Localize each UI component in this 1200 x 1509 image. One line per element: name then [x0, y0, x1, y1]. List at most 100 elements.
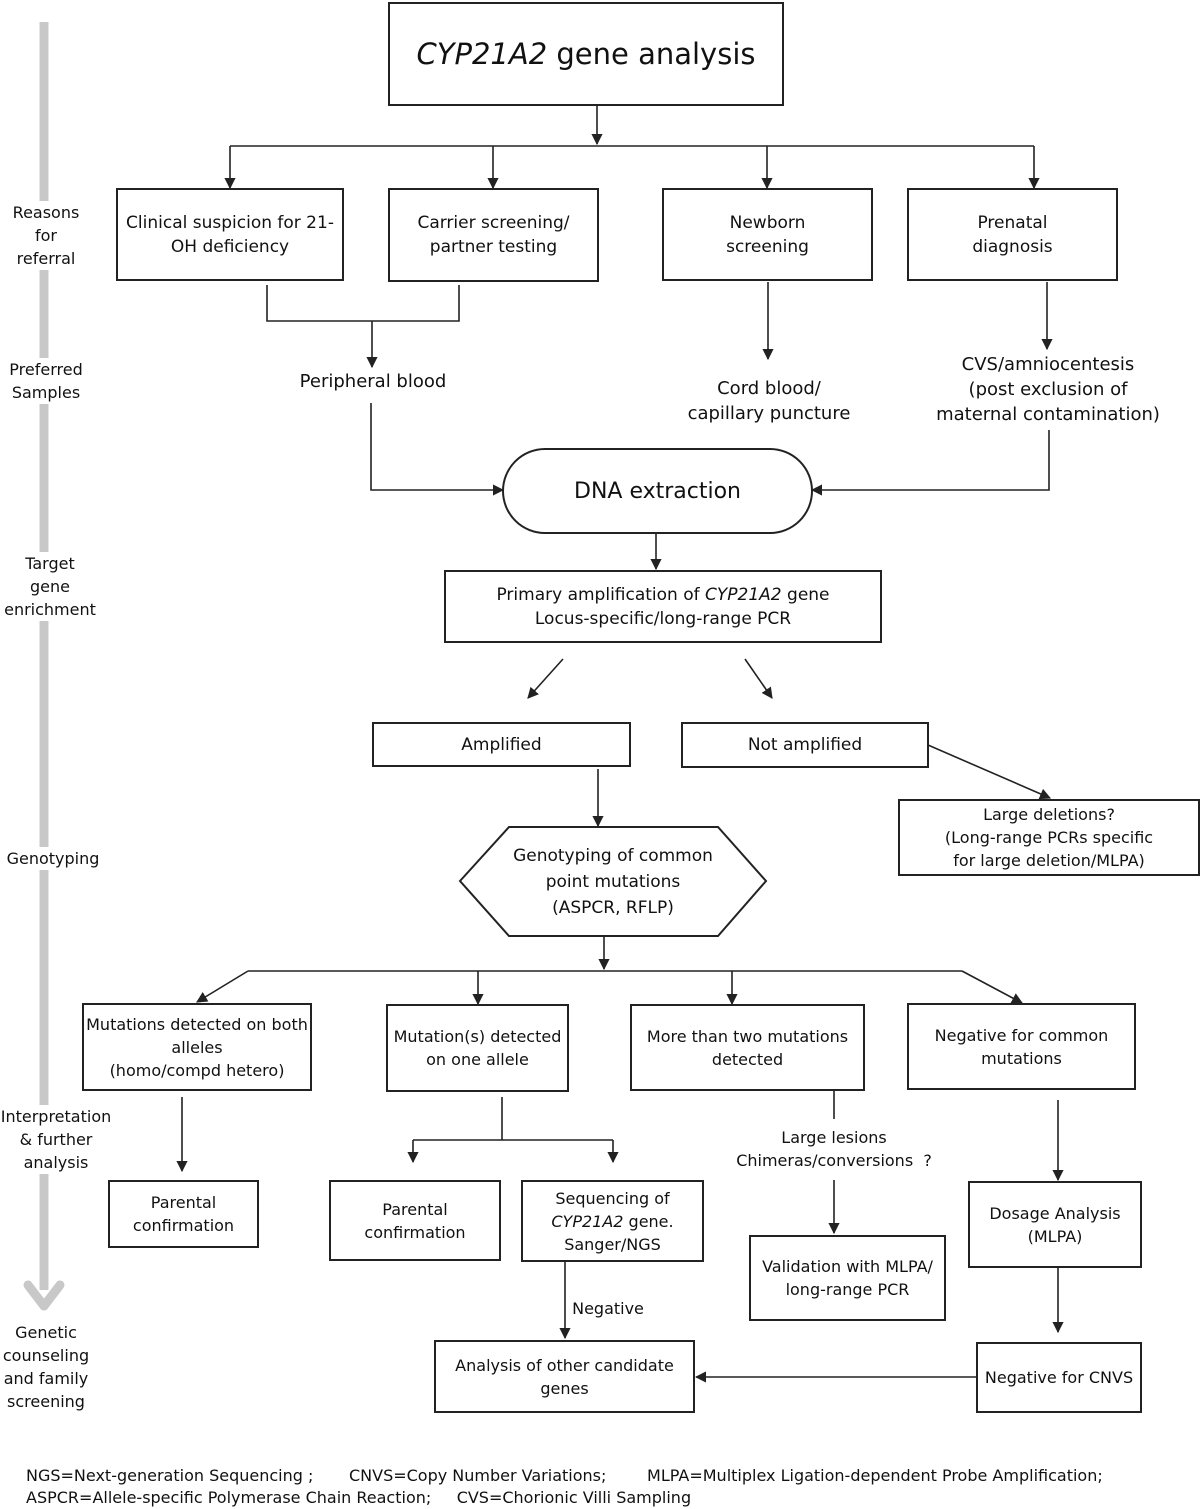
box-line: genes: [540, 1378, 589, 1398]
box-line: Negative for common: [934, 1025, 1109, 1045]
genotyping-line: point mutations: [545, 871, 681, 892]
lesion-line: Chimeras/conversions ?: [736, 1151, 932, 1170]
box-line: Validation with MLPA/: [762, 1257, 933, 1276]
stage-line: analysis: [23, 1153, 89, 1172]
parental-confirmation-2: Parental confirmation: [329, 1180, 501, 1261]
sequencing-gene: CYP21A2: [551, 1211, 624, 1231]
stage-line: counseling: [2, 1346, 90, 1365]
not-amplified-box: Not amplified: [681, 722, 929, 768]
box-line: Prenatal: [977, 212, 1048, 233]
title-box: CYP21A2 gene analysis: [388, 2, 784, 106]
result-one-allele: Mutation(s) detected on one allele: [386, 1004, 569, 1092]
genotyping-line: (ASPCR, RFLP): [552, 897, 674, 918]
stage-preferred-samples: Preferred Samples: [0, 358, 92, 404]
box-line: (homo/compd hetero): [109, 1060, 285, 1080]
genotyping-label: Genotyping of common point mutations (AS…: [478, 827, 748, 936]
box-line: detected: [711, 1049, 784, 1069]
box-line: confirmation: [364, 1222, 466, 1242]
box-line: OH deficiency: [170, 236, 290, 257]
box-line: confirmation: [132, 1216, 235, 1235]
other-candidate-genes-box: Analysis of other candidate genes: [434, 1340, 695, 1413]
stage-interpretation: Interpretation & further analysis: [0, 1105, 112, 1174]
large-deletions-box: Large deletions? (Long-range PCRs specif…: [898, 799, 1200, 876]
sequencing-line-3: Sanger/NGS: [564, 1234, 661, 1254]
stage-genetic-counseling: Genetic counseling and family screening: [0, 1321, 92, 1413]
box-line: Newborn: [729, 212, 806, 233]
stage-line: for: [35, 226, 57, 245]
referral-newborn-screening: Newborn screening: [662, 188, 873, 281]
dna-extraction-label: DNA extraction: [503, 449, 812, 533]
box-line: More than two mutations: [646, 1026, 849, 1046]
box-line: Mutation(s) detected: [393, 1027, 562, 1046]
primary-line-2: Locus-specific/long-range PCR: [534, 608, 792, 629]
sequencing-line-1: Sequencing of: [555, 1188, 670, 1208]
stage-line: and family: [3, 1369, 89, 1388]
amplified-box: Amplified: [372, 722, 631, 767]
box-line: Large deletions?: [983, 805, 1115, 824]
sample-line: Cord blood/: [717, 378, 821, 399]
stage-line: screening: [7, 1392, 85, 1411]
parental-confirmation-1: Parental confirmation: [108, 1180, 259, 1248]
sequencing-gene-suffix: gene.: [623, 1211, 674, 1231]
box-line: alleles: [171, 1037, 223, 1057]
box-line: Parental: [382, 1199, 448, 1219]
genotyping-hexagon: [458, 826, 768, 937]
box-line: Dosage Analysis: [989, 1203, 1121, 1223]
box-line: screening: [726, 236, 809, 257]
stage-line: referral: [16, 249, 76, 268]
stage-line: enrichment: [4, 600, 96, 619]
box-line: Parental: [150, 1193, 217, 1212]
stage-line: Samples: [11, 383, 81, 402]
primary-suffix: gene: [781, 584, 830, 605]
box-line: long-range PCR: [785, 1280, 910, 1299]
box-line: Carrier screening/: [417, 213, 570, 233]
box-line: partner testing: [429, 237, 558, 257]
dna-extraction-oval: [502, 448, 813, 534]
box-line: on one allele: [426, 1050, 529, 1069]
result-negative-common: Negative for common mutations: [907, 1003, 1136, 1090]
negative-cnvs-box: Negative for CNVS: [976, 1342, 1142, 1413]
stage-progress-arrowhead: [23, 1280, 65, 1311]
box-line: Mutations detected on both: [86, 1014, 308, 1034]
sample-line: (post exclusion of: [968, 379, 1128, 400]
box-line: Analysis of other candidate: [455, 1355, 674, 1375]
stage-line: Genetic: [15, 1323, 77, 1342]
sample-peripheral-blood: Peripheral blood: [272, 369, 474, 394]
primary-line-1: Primary amplification of CYP21A2 gene: [496, 583, 829, 607]
negative-text: Negative: [572, 1299, 644, 1318]
amplified-text: Amplified: [461, 734, 542, 755]
box-line: (Long-range PCRs specific: [944, 828, 1154, 847]
sample-line: maternal contamination): [936, 404, 1160, 425]
box-line: for large deletion/MLPA): [953, 851, 1145, 870]
stage-line: Interpretation: [0, 1107, 112, 1126]
referral-prenatal-diagnosis: Prenatal diagnosis: [907, 188, 1118, 281]
sequencing-line-2: CYP21A2 gene.: [551, 1210, 673, 1233]
stage-target-gene-enrichment: Target gene enrichment: [0, 552, 100, 621]
abbreviation-legend-line-1: NGS=Next-generation Sequencing ; CNVS=Co…: [26, 1466, 1103, 1485]
sample-cord-blood: Cord blood/ capillary puncture: [668, 376, 870, 426]
negative-label: Negative: [568, 1297, 648, 1320]
sequencing-box: Sequencing of CYP21A2 gene. Sanger/NGS: [521, 1180, 704, 1262]
stage-line: & further: [19, 1130, 93, 1149]
box-line: diagnosis: [972, 236, 1053, 257]
stage-genotyping: Genotyping: [0, 847, 106, 870]
result-both-alleles: Mutations detected on both alleles (homo…: [82, 1003, 312, 1091]
title-text: gene analysis: [547, 37, 756, 71]
stage-line: Reasons: [12, 203, 80, 222]
negative-cnvs-text: Negative for CNVS: [984, 1368, 1134, 1387]
primary-gene: CYP21A2: [705, 584, 782, 605]
referral-carrier-screening: Carrier screening/ partner testing: [388, 188, 599, 282]
stage-line: Genotyping: [6, 849, 100, 868]
validation-box: Validation with MLPA/ long-range PCR: [749, 1235, 946, 1321]
sample-line: capillary puncture: [687, 403, 851, 424]
box-line: Clinical suspicion for 21-: [126, 212, 334, 233]
title-gene: CYP21A2: [416, 37, 548, 71]
box-line: mutations: [981, 1048, 1062, 1068]
dosage-analysis-box: Dosage Analysis (MLPA): [968, 1181, 1142, 1268]
sample-cvs-amniocentesis: CVS/amniocentesis (post exclusion of mat…: [928, 352, 1168, 427]
result-more-than-two: More than two mutations detected: [630, 1004, 865, 1091]
box-line: (MLPA): [1027, 1226, 1083, 1246]
stage-line: Preferred: [9, 360, 83, 379]
referral-clinical-suspicion: Clinical suspicion for 21- OH deficiency: [116, 188, 344, 281]
